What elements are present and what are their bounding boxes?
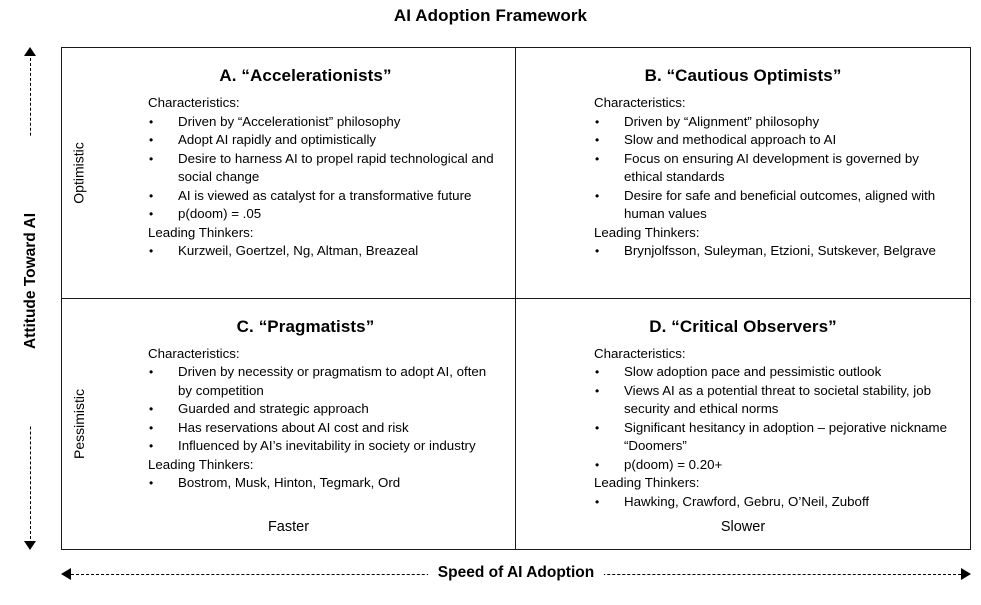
quadrant-c-thinkers-list: Bostrom, Musk, Hinton, Tegmark, Ord [148, 474, 501, 493]
list-item: Kurzweil, Goertzel, Ng, Altman, Breazeal [148, 242, 501, 261]
characteristics-label: Characteristics: [594, 345, 686, 361]
row-label-pessimistic: Pessimistic [62, 299, 96, 550]
quadrant-matrix: Optimistic A. “Accelerationists” Charact… [61, 47, 971, 550]
list-item: Focus on ensuring AI development is gove… [594, 150, 956, 187]
quadrant-b: B. “Cautious Optimists” Characteristics:… [516, 48, 970, 299]
list-item: Influenced by AI’s inevitability in soci… [148, 437, 501, 456]
column-footer-slower: Slower [720, 519, 766, 535]
quadrant-c-characteristics-list: Driven by necessity or pragmatism to ado… [148, 363, 501, 456]
list-item: p(doom) = .05 [148, 205, 501, 224]
list-item: Has reservations about AI cost and risk [148, 419, 501, 438]
list-item: p(doom) = 0.20+ [594, 456, 956, 475]
x-axis-arrow-right-icon [961, 568, 971, 580]
quadrant-c: Pessimistic C. “Pragmatists” Characteris… [62, 298, 516, 550]
quadrant-c-body: C. “Pragmatists” Characteristics: Driven… [96, 299, 515, 550]
row-label-optimistic-text: Optimistic [71, 142, 88, 204]
row-label-pessimistic-text: Pessimistic [71, 388, 88, 459]
quadrant-b-title: B. “Cautious Optimists” [644, 66, 842, 85]
quadrant-b-body: B. “Cautious Optimists” Characteristics:… [516, 48, 970, 298]
page-title: AI Adoption Framework [393, 6, 588, 25]
leading-thinkers-label: Leading Thinkers: [594, 224, 700, 240]
y-axis-arrow-down-icon [24, 541, 36, 550]
leading-thinkers-label: Leading Thinkers: [148, 224, 254, 240]
quadrant-a-content: Characteristics: Driven by “Acceleration… [96, 88, 515, 261]
list-item: Desire for safe and beneficial outcomes,… [594, 187, 956, 224]
quadrant-c-content: Characteristics: Driven by necessity or … [96, 339, 515, 493]
quadrant-d-thinkers-list: Hawking, Crawford, Gebru, O’Neil, Zuboff [594, 493, 956, 512]
characteristics-label: Characteristics: [148, 345, 240, 361]
list-item: Driven by “Alignment” philosophy [594, 113, 956, 132]
quadrant-b-characteristics-list: Driven by “Alignment” philosophy Slow an… [594, 113, 956, 224]
quadrant-d-content: Characteristics: Slow adoption pace and … [516, 339, 970, 512]
list-item: Desire to harness AI to propel rapid tec… [148, 150, 501, 187]
leading-thinkers-label: Leading Thinkers: [594, 475, 700, 490]
characteristics-label: Characteristics: [594, 95, 686, 110]
quadrant-a-title: A. “Accelerationists” [219, 66, 392, 85]
list-item: Driven by necessity or pragmatism to ado… [148, 363, 501, 400]
characteristics-label: Characteristics: [148, 95, 240, 110]
column-footer-faster: Faster [267, 519, 310, 535]
quadrant-d-characteristics-list: Slow adoption pace and pessimistic outlo… [594, 363, 956, 474]
leading-thinkers-label: Leading Thinkers: [148, 456, 254, 472]
x-axis-arrow-left-icon [61, 568, 71, 580]
quadrant-d-title: D. “Critical Observers” [649, 316, 837, 336]
list-item: Brynjolfsson, Suleyman, Etzioni, Sutskev… [594, 242, 956, 261]
list-item: Adopt AI rapidly and optimistically [148, 131, 501, 150]
quadrant-b-thinkers-list: Brynjolfsson, Suleyman, Etzioni, Sutskev… [594, 242, 956, 261]
quadrant-a-characteristics-list: Driven by “Accelerationist” philosophy A… [148, 113, 501, 224]
quadrant-d-body: D. “Critical Observers” Characteristics:… [516, 299, 970, 550]
quadrant-d: D. “Critical Observers” Characteristics:… [516, 299, 970, 550]
list-item: Driven by “Accelerationist” philosophy [148, 113, 501, 132]
list-item: AI is viewed as catalyst for a transform… [148, 187, 501, 206]
x-axis-label-text: Speed of AI Adoption [427, 564, 605, 581]
quadrant-b-content: Characteristics: Driven by “Alignment” p… [516, 88, 970, 261]
list-item: Slow adoption pace and pessimistic outlo… [594, 363, 956, 382]
list-item: Hawking, Crawford, Gebru, O’Neil, Zuboff [594, 493, 956, 512]
list-item: Views AI as a potential threat to societ… [594, 382, 956, 419]
y-axis-label: Attitude Toward AI [19, 136, 43, 426]
x-axis-label: Speed of AI Adoption [61, 564, 971, 582]
list-item: Guarded and strategic approach [148, 400, 501, 419]
list-item: Slow and methodical approach to AI [594, 131, 956, 150]
quadrant-c-title: C. “Pragmatists” [236, 316, 375, 336]
list-item: Significant hesitancy in adoption – pejo… [594, 419, 956, 456]
row-label-optimistic: Optimistic [62, 48, 96, 298]
quadrant-a-thinkers-list: Kurzweil, Goertzel, Ng, Altman, Breazeal [148, 242, 501, 261]
y-axis: Attitude Toward AI [8, 47, 54, 550]
list-item: Bostrom, Musk, Hinton, Tegmark, Ord [148, 474, 501, 493]
y-axis-arrow-up-icon [24, 47, 36, 56]
x-axis: Speed of AI Adoption [61, 558, 971, 592]
quadrant-a-body: A. “Accelerationists” Characteristics: D… [96, 48, 515, 298]
quadrant-a: Optimistic A. “Accelerationists” Charact… [62, 48, 516, 299]
